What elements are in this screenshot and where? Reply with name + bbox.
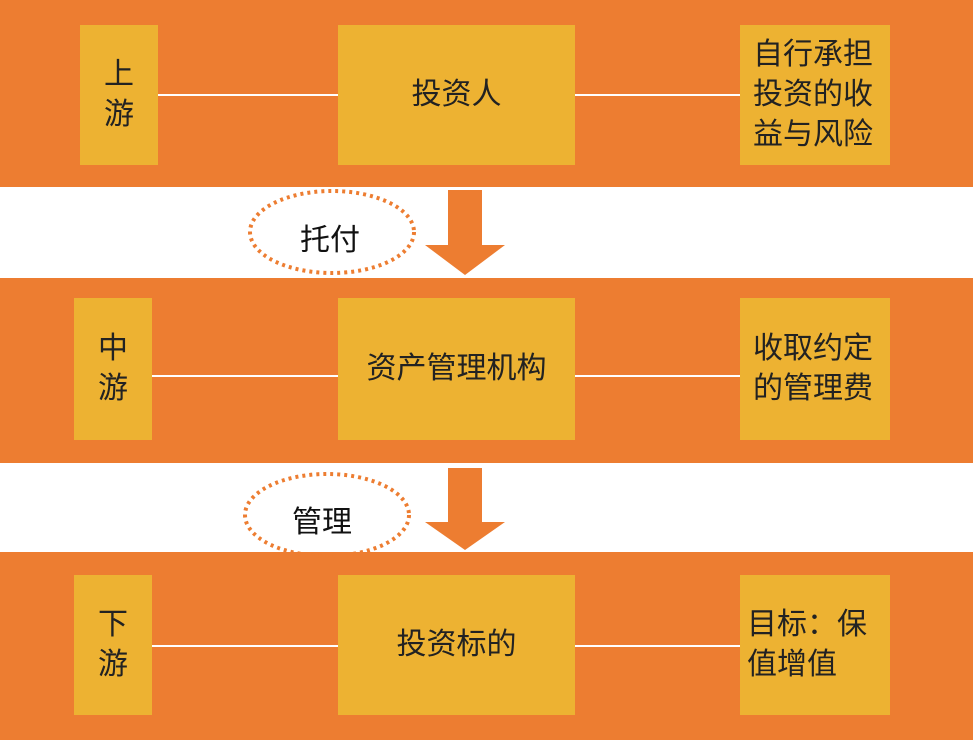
relation-label-entrust: 托付	[300, 223, 360, 258]
connector-line	[158, 94, 338, 96]
down-arrow-icon	[425, 468, 505, 550]
connector-line	[575, 645, 740, 647]
dotted-oval-manage	[243, 472, 411, 558]
note-label: 收取约定的管理费	[753, 331, 873, 406]
note-box-fee: 收取约定的管理费	[740, 298, 890, 440]
entity-label: 投资人	[411, 77, 502, 112]
stage-box-downstream: 下游	[74, 575, 152, 715]
stage-label: 上游	[104, 57, 134, 132]
entity-box-investor: 投资人	[338, 25, 575, 165]
note-box-goal: 目标：保值增值	[740, 575, 890, 715]
entity-box-asset-manager: 资产管理机构	[338, 298, 575, 440]
connector-line	[152, 375, 338, 377]
note-label: 自行承担投资的收益与风险	[753, 37, 873, 152]
tier-band-midstream: 中游 资产管理机构 收取约定的管理费	[0, 278, 973, 463]
connector-line	[575, 94, 740, 96]
dotted-oval-entrust	[248, 189, 416, 275]
relation-label-manage: 管理	[292, 505, 352, 540]
down-arrow-icon	[425, 190, 505, 275]
entity-label: 投资标的	[396, 627, 517, 662]
stage-box-upstream: 上游	[80, 25, 158, 165]
entity-box-investment-target: 投资标的	[338, 575, 575, 715]
entity-label: 资产管理机构	[366, 351, 547, 386]
tier-band-downstream: 下游 投资标的 目标：保值增值	[0, 552, 973, 740]
tier-band-upstream: 上游 投资人 自行承担投资的收益与风险	[0, 0, 973, 187]
stage-box-midstream: 中游	[74, 298, 152, 440]
note-box-risk: 自行承担投资的收益与风险	[740, 25, 890, 165]
stage-label: 中游	[98, 331, 128, 406]
connector-line	[575, 375, 740, 377]
stage-label: 下游	[98, 607, 128, 682]
note-label: 目标：保值增值	[747, 607, 867, 682]
connector-line	[152, 645, 338, 647]
